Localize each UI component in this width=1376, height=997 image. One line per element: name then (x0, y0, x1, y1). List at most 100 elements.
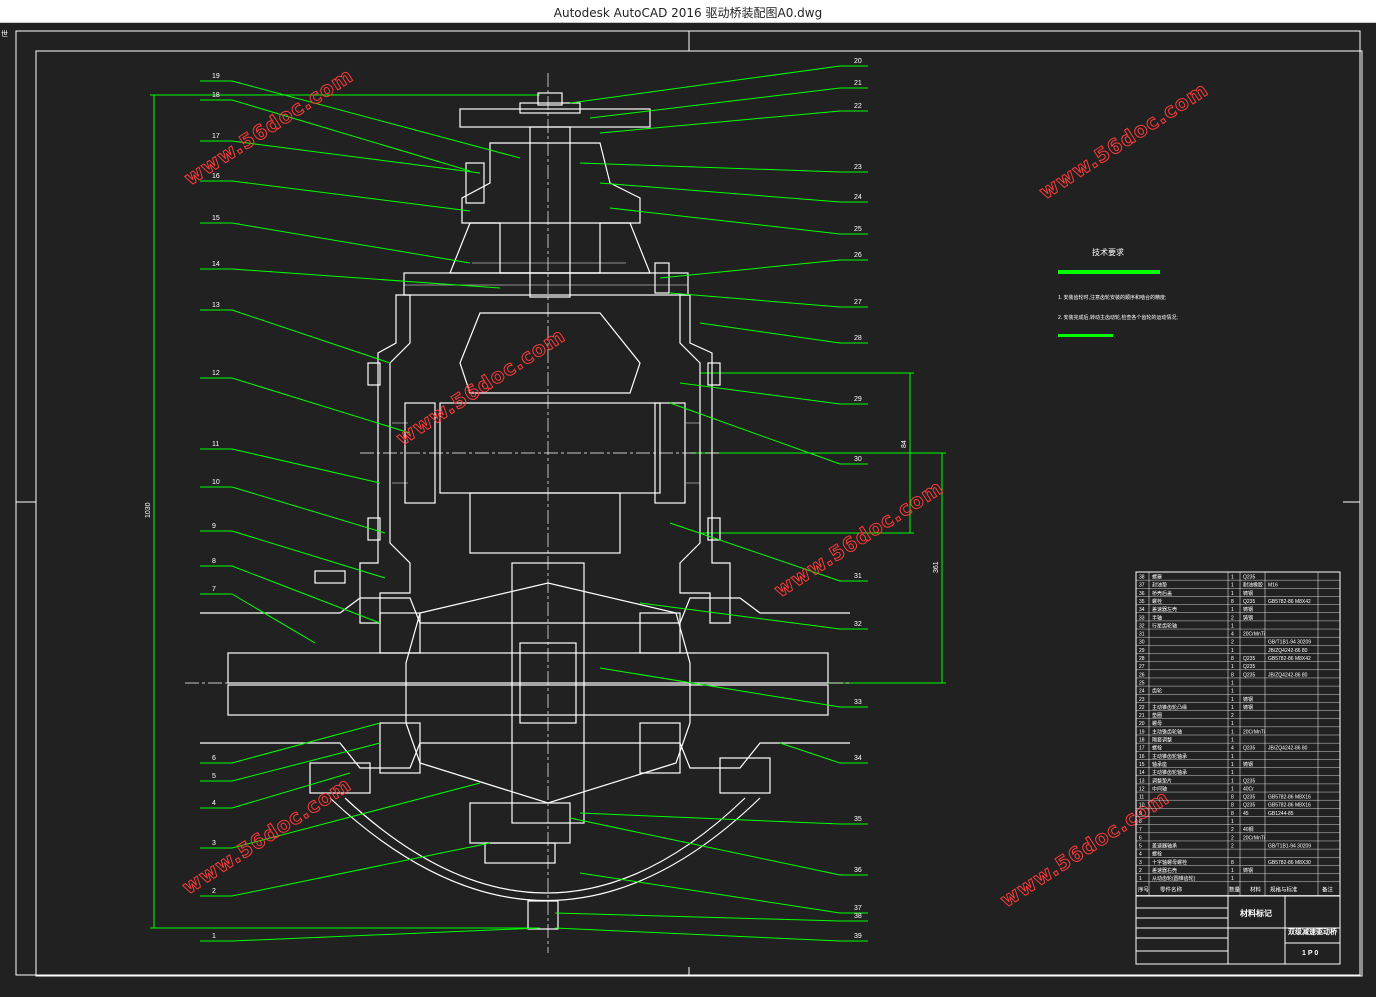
leader-line-right (639, 602, 841, 630)
leader-line-right (579, 872, 841, 914)
part-label-right: 21 (854, 80, 862, 87)
part-label-right: 20 (854, 58, 862, 65)
bom-cell: Q235 (1243, 795, 1255, 801)
bom-cell: 1 (1231, 868, 1234, 874)
bom-cell: 从动齿轮(圆锥齿轮) (1152, 875, 1196, 882)
leader-line-left (231, 222, 471, 264)
leader-line-right (669, 292, 841, 308)
part-label-left: 9 (212, 523, 216, 530)
bom-cell: 27 (1139, 664, 1145, 670)
bom-cell: 十字轴螺母螺栓 (1152, 859, 1187, 866)
leader-line-right (599, 667, 841, 708)
bom-cell: 24 (1139, 689, 1145, 695)
leader-line-left (231, 742, 381, 782)
bom-cell: Q235 (1243, 746, 1255, 752)
part-label-right: 31 (854, 573, 862, 580)
bom-cell: 垫圈 (1152, 712, 1162, 719)
bom-cell: 5 (1139, 843, 1142, 849)
part-label-left: 11 (212, 441, 219, 448)
leader-line-left (231, 486, 386, 534)
bom-row: 1 从动齿轮(圆锥齿轮) 1 (1139, 875, 1234, 882)
bom-cell: 桥壳后盖 (1152, 590, 1172, 597)
leader-line-right (669, 402, 841, 465)
part-label-right: 24 (854, 194, 862, 201)
leader-line-right (599, 182, 841, 203)
bom-cell: GB5782-86 M8X42 (1268, 656, 1311, 662)
dimension-overall-text: 1030 (145, 502, 152, 518)
bom-cell: 36 (1139, 591, 1145, 597)
bom-cell: 行星齿轮轴 (1152, 622, 1177, 629)
bom-cell: 1 (1231, 778, 1234, 784)
bom-cell: 1 (1231, 648, 1234, 654)
bom-cell: 40Cr (1243, 786, 1254, 792)
bom-cell: 23 (1139, 697, 1145, 703)
leader-line-left (231, 722, 381, 764)
bom-cell: 8 (1231, 860, 1234, 866)
bom-cell: Q235 (1243, 656, 1255, 662)
part-label-right: 23 (854, 164, 862, 171)
bom-cell: 差速器左壳 (1152, 606, 1177, 613)
bom-cell: 10 (1139, 803, 1145, 809)
part-label-right: 26 (854, 252, 862, 259)
part-label-left: 12 (212, 370, 220, 377)
leader-line-left (231, 180, 471, 212)
leader-line-left (231, 268, 501, 289)
leader-line-left (231, 99, 471, 172)
bom-cell: 1 (1231, 705, 1234, 711)
bom-cell: 2 (1231, 835, 1234, 841)
leader-line-left (231, 927, 541, 942)
bom-cell: 37 (1139, 583, 1145, 589)
tech-requirements: 技术要求 1. 安装齿轮时,注意齿轮安装的顺序和啮合的精度; 2. 安装完成后,… (1058, 247, 1178, 337)
bom-cell: 31 (1139, 632, 1145, 638)
bom-cell: GB5782-86 M8X16 (1268, 795, 1311, 801)
bom-cell: 8 (1231, 803, 1234, 809)
bom-cell: Q235 (1243, 575, 1255, 581)
part-label-left: 2 (212, 888, 216, 895)
leader-line-right (569, 817, 841, 876)
part-label-right: 25 (854, 226, 862, 233)
bom-cell: 13 (1139, 778, 1145, 784)
bom-cell: 主动锥齿轮轴承 (1152, 753, 1187, 760)
bom-cell: 铸钢 (1243, 867, 1253, 874)
watermark-text: www.56doc.com (178, 772, 356, 899)
part-label-left: 10 (212, 479, 220, 486)
part-label-left: 1 (212, 933, 216, 940)
bom-cell: 3 (1139, 860, 1142, 866)
part-label-left: 4 (212, 800, 216, 807)
title-drawing-name: 双级减速驱动桥 (1288, 927, 1338, 936)
bom-cell: 1 (1231, 876, 1234, 882)
dimension-b-text: 361 (933, 561, 940, 573)
leader-line-right (679, 382, 841, 405)
bom-cell: 1 (1139, 876, 1142, 882)
bom-header: 规格与标准 (1270, 886, 1298, 894)
bom-cell: 调整垫片 (1152, 777, 1172, 784)
bom-cell: 19 (1139, 729, 1145, 735)
bom-cell: 铸钢 (1243, 761, 1253, 768)
bom-cell: 铸钢 (1243, 696, 1253, 703)
bom-cell: M16 (1268, 583, 1278, 589)
bom-cell: 11 (1139, 795, 1144, 801)
bom-cell: 耐油橡胶 (1243, 582, 1263, 589)
bom-cell: 螺栓 (1152, 851, 1162, 858)
leader-line-left (231, 377, 411, 434)
part-label-right: 33 (854, 699, 862, 706)
drawing-canvas[interactable]: 世 1030 84 361 (0, 23, 1376, 993)
bom-cell: 15 (1139, 762, 1145, 768)
bom-cell: 螺栓 (1152, 745, 1162, 752)
